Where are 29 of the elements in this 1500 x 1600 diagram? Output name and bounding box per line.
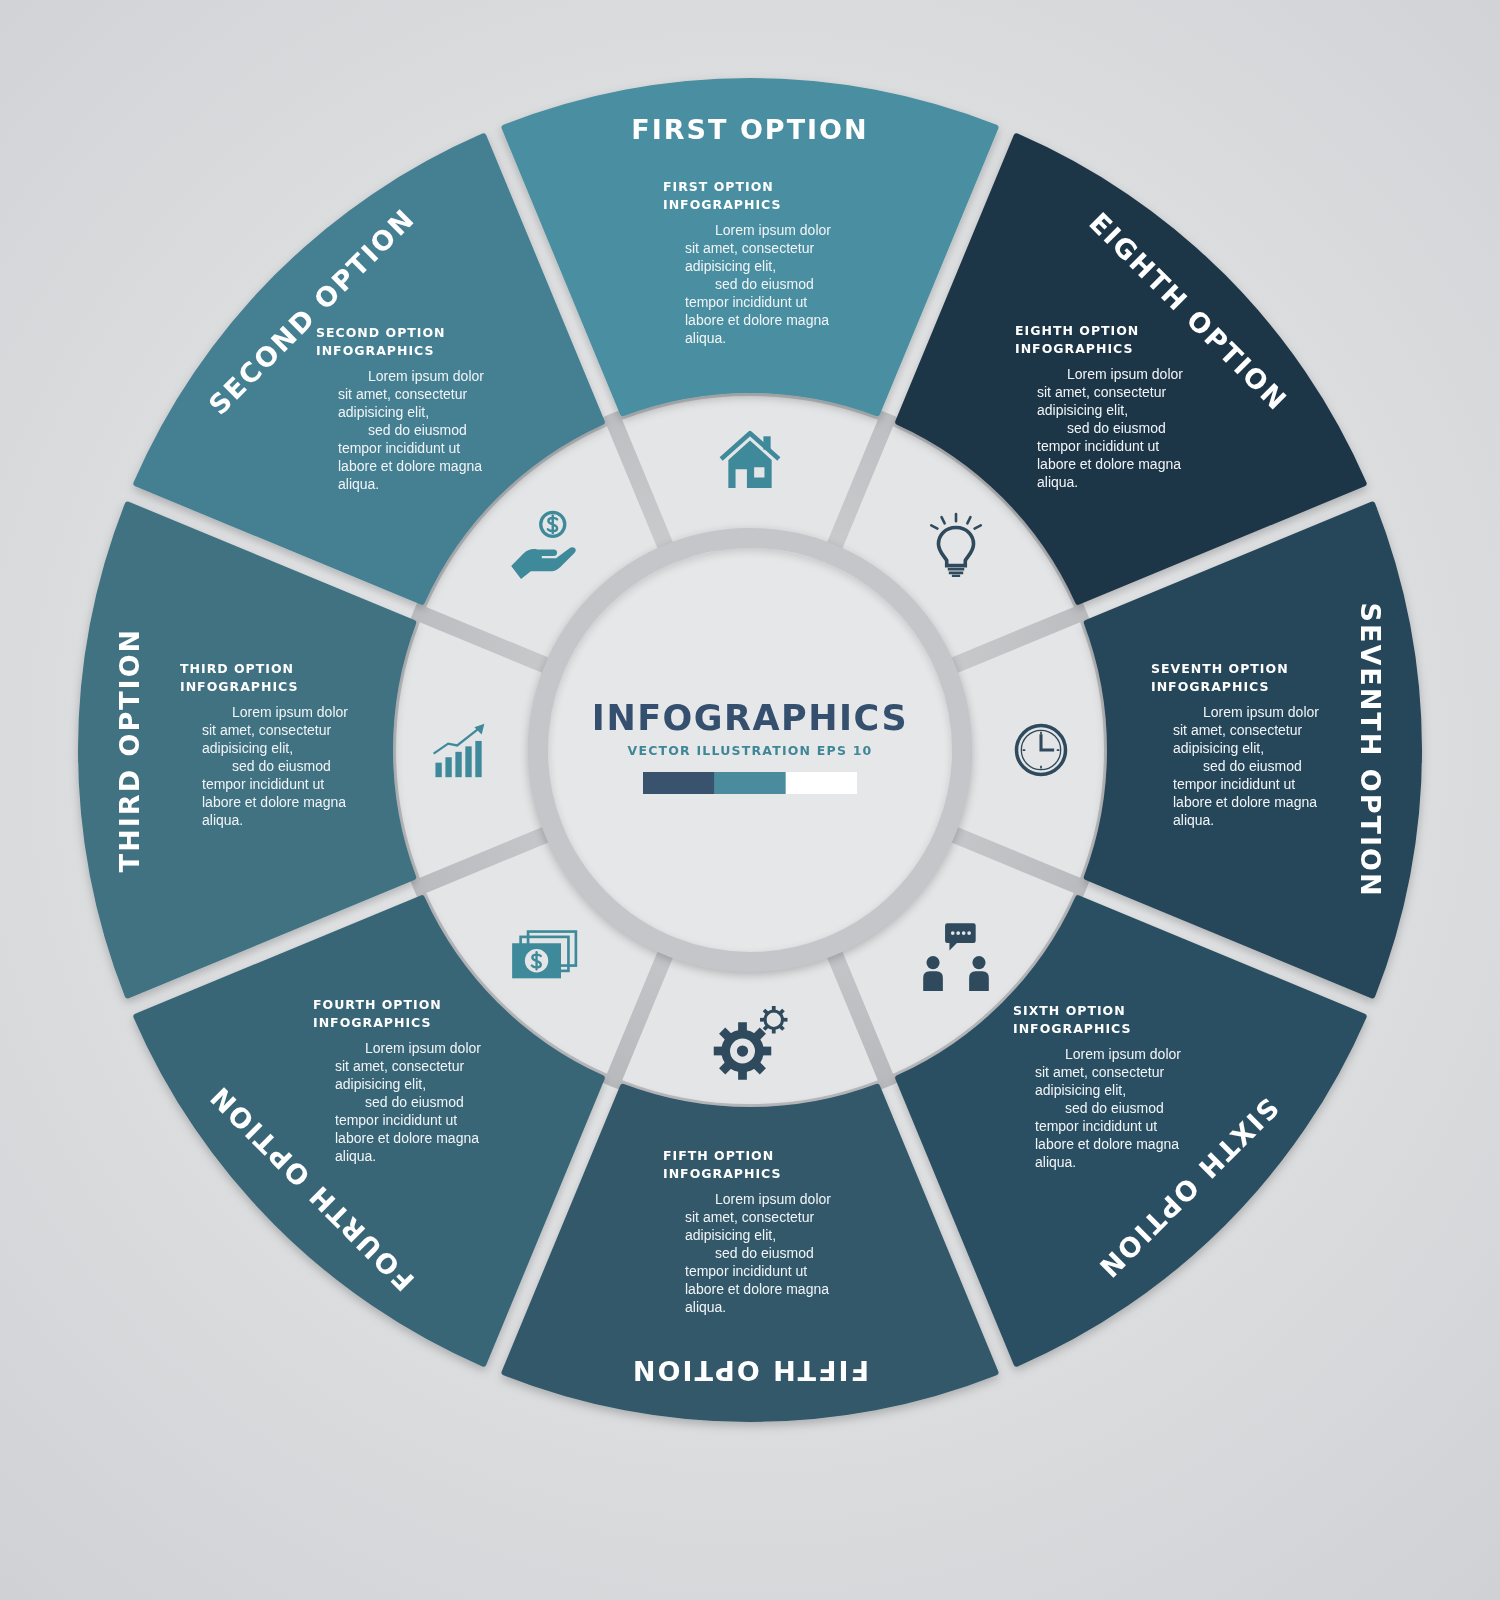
center-title: INFOGRAPHICS [591, 698, 909, 738]
body-text: sed do eiusmod tempor incididunt ut labore et dolore magna aliqua. [685, 1244, 830, 1316]
body-text: sed do eiusmod tempor incididunt ut labore et dolore magna aliqua. [338, 421, 483, 493]
option-segment [133, 895, 607, 1369]
center-subtitle: VECTOR ILLUSTRATION EPS 10 [627, 743, 873, 759]
option-heading: FOURTH OPTION INFOGRAPHICS [313, 996, 443, 1032]
option-segment [78, 501, 419, 1000]
option-title: FIFTH OPTION [630, 1355, 870, 1385]
option-heading: FIRST OPTION INFOGRAPHICS [663, 178, 783, 214]
option-heading: SECOND OPTION INFOGRAPHICS [316, 324, 447, 360]
option-segment [1083, 501, 1424, 1000]
option-heading: SIXTH OPTION INFOGRAPHICS [1013, 1002, 1133, 1038]
option-title: FIRST OPTION [631, 115, 869, 145]
option-heading: SEVENTH OPTION INFOGRAPHICS [1151, 660, 1290, 696]
option-heading: THIRD OPTION INFOGRAPHICS [180, 660, 300, 696]
body-text: sed do eiusmod tempor incididunt ut labore et dolore magna aliqua. [1037, 419, 1182, 491]
body-text: sed do eiusmod tempor incididunt ut labore et dolore magna aliqua. [202, 757, 347, 829]
body-text: sed do eiusmod tempor incididunt ut labore et dolore magna aliqua. [1173, 757, 1318, 829]
option-title: SEVENTH OPTION [1355, 602, 1385, 898]
body-text: sed do eiusmod tempor incididunt ut labore et dolore magna aliqua. [685, 275, 830, 347]
body-text: sed do eiusmod tempor incididunt ut labore et dolore magna aliqua. [335, 1093, 480, 1165]
option-segment [501, 78, 1000, 419]
option-heading: EIGHTH OPTION INFOGRAPHICS [1015, 322, 1141, 358]
option-segment [895, 895, 1369, 1369]
option-title: THIRD OPTION [115, 627, 145, 873]
option-segment [133, 133, 607, 607]
option-segment [501, 1083, 1000, 1424]
body-text: sed do eiusmod tempor incididunt ut labore et dolore magna aliqua. [1035, 1099, 1180, 1171]
option-heading: FIFTH OPTION INFOGRAPHICS [663, 1147, 783, 1183]
